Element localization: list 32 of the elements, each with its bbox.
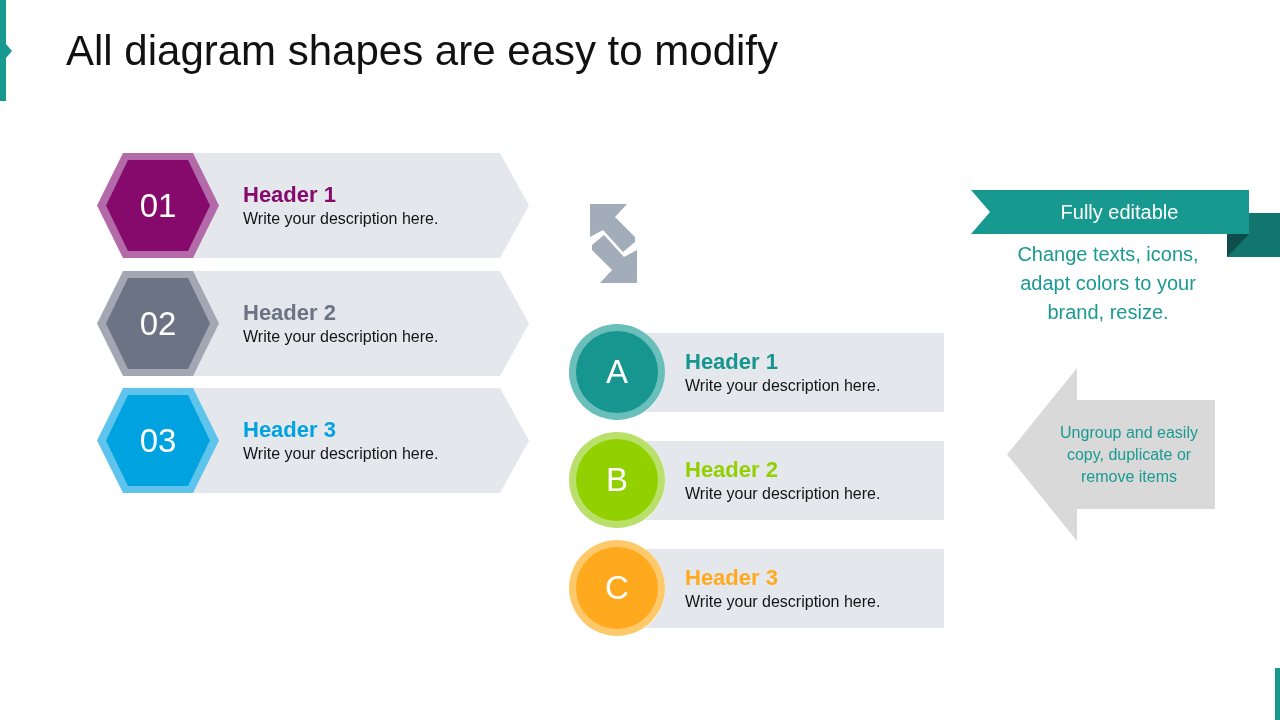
step-number: 03 — [139, 421, 177, 460]
chevron-band — [190, 153, 529, 258]
text-band — [645, 333, 944, 412]
circle-badge — [569, 540, 665, 636]
item-description: Write your description here. — [685, 592, 882, 612]
description-text: Change texts, icons, adapt colors to your brand, resize. — [1016, 242, 1200, 325]
chevron-band — [190, 388, 529, 493]
item-header: Header 1 — [243, 181, 337, 208]
circle-badge — [569, 432, 665, 528]
item-header: Header 3 — [243, 416, 337, 443]
item-description: Write your description here. — [685, 376, 882, 396]
item-header: Header 2 — [243, 299, 337, 326]
circle-badge — [569, 324, 665, 420]
step-number: 02 — [139, 304, 177, 343]
text-band — [645, 441, 944, 520]
item-description: Write your description here. — [243, 444, 440, 464]
arrow-text: Ungroup and easily copy, duplicate or remove items — [1059, 422, 1199, 487]
text-band — [645, 549, 944, 628]
step-letter: B — [606, 461, 628, 499]
step-letter: C — [605, 569, 629, 607]
step-letter: A — [606, 353, 628, 391]
item-description: Write your description here. — [685, 484, 882, 504]
item-header: Header 3 — [685, 564, 779, 591]
slide-title: All diagram shapes are easy to modify — [66, 26, 778, 76]
step-number: 01 — [139, 186, 177, 225]
banner-title: Fully editable — [1060, 200, 1179, 224]
item-description: Write your description here. — [243, 327, 440, 347]
chevron-band — [190, 271, 529, 376]
item-header: Header 2 — [685, 456, 779, 483]
item-header: Header 1 — [685, 348, 779, 375]
item-description: Write your description here. — [243, 209, 440, 229]
arrow-shape — [1007, 368, 1215, 541]
